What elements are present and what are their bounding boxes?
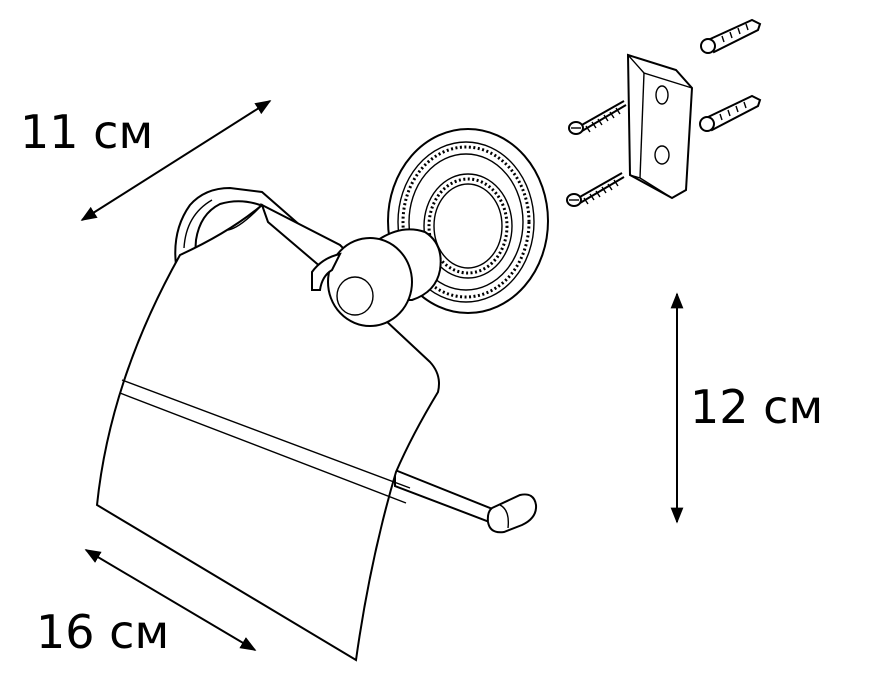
height-label: 12 см xyxy=(690,380,823,434)
screw-bottom xyxy=(566,172,625,207)
mounting-plate xyxy=(626,53,694,200)
depth-label: 16 см xyxy=(36,605,169,659)
beaded-ring-inner xyxy=(427,177,509,275)
ball-joint xyxy=(311,228,442,327)
width-dimension-arrow xyxy=(80,100,272,221)
depth-dimension-arrow xyxy=(84,549,257,651)
holder-bar xyxy=(394,468,538,534)
wall-anchor-top xyxy=(700,18,762,54)
width-label: 11 см xyxy=(20,105,153,159)
screw-top xyxy=(568,100,627,135)
beaded-ring-outer xyxy=(401,145,531,299)
wall-anchor-bottom xyxy=(699,94,762,132)
